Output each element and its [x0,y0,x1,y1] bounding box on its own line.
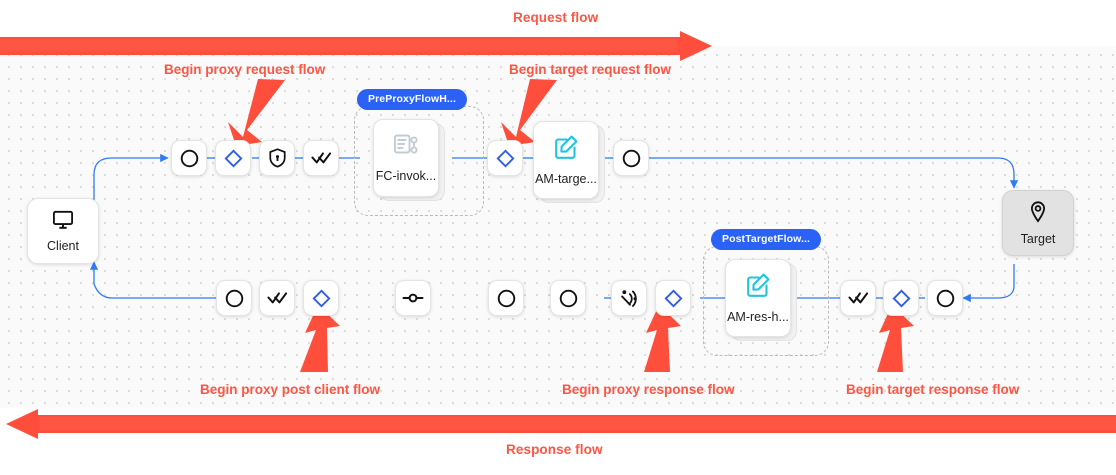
response-flow-label: Response flow [506,442,603,457]
flow-canvas[interactable] [0,46,1116,408]
diamond-icon [223,148,243,168]
node-link-icon [402,291,424,305]
request-flow-banner [0,31,1116,61]
step-target-diamond[interactable] [487,140,523,176]
policy-fc-invoke-label: FC-invok... [375,169,437,183]
diamond-icon [311,288,331,308]
policy-am-response[interactable]: AM-res-h... [725,259,791,337]
step-target-res-diamond[interactable] [883,280,919,316]
step-req-security[interactable] [259,140,295,176]
step-res-diamond-2[interactable] [655,280,691,316]
double-check-icon [310,150,332,166]
flow-group-chip-preproxyflowhook[interactable]: PreProxyFlowH... [357,89,467,110]
step-res-circle-3[interactable] [550,280,586,316]
step-target-circle[interactable] [613,140,649,176]
circle-icon [225,289,244,308]
assign-message-edit-icon [553,134,579,165]
circle-icon [180,149,199,168]
diamond-icon [891,288,911,308]
double-check-icon [266,290,288,306]
diamond-icon [495,148,515,168]
annotation-begin-target-response-flow: Begin target response flow [846,382,1020,397]
step-res-checks[interactable] [259,280,295,316]
step-res-circle-1[interactable] [216,280,252,316]
request-flow-label: Request flow [513,10,599,25]
flow-group-chip-posttargetflowhook[interactable]: PostTargetFlow... [711,229,822,250]
policy-am-response-label: AM-res-h... [727,310,789,324]
endpoint-client[interactable]: Client [27,198,99,264]
annotation-begin-proxy-response-flow: Begin proxy response flow [562,382,735,397]
double-check-icon [847,290,869,306]
endpoint-client-label: Client [47,238,79,253]
policy-am-target[interactable]: AM-targe... [533,121,599,199]
diamond-icon [663,288,683,308]
endpoint-target-label: Target [1020,231,1056,246]
step-target-res-checks[interactable] [840,280,876,316]
circle-icon [497,289,516,308]
endpoint-target[interactable]: Target [1002,190,1074,256]
step-res-circle-2[interactable] [488,280,524,316]
response-flow-banner [0,409,1116,439]
circle-icon [559,289,578,308]
annotation-begin-proxy-post-client-flow: Begin proxy post client flow [200,382,381,397]
broadcast-icon [619,288,640,309]
annotation-begin-proxy-request-flow: Begin proxy request flow [164,62,326,77]
annotation-begin-target-request-flow: Begin target request flow [509,62,672,77]
location-pin-icon [1028,200,1048,228]
step-req-checks[interactable] [303,140,339,176]
circle-icon [622,149,641,168]
flow-callout-icon [393,133,419,162]
assign-message-edit-icon [745,272,771,303]
step-target-res-circle[interactable] [927,280,963,316]
monitor-icon [52,210,74,235]
policy-am-target-label: AM-targe... [535,172,597,186]
step-res-broadcast[interactable] [611,280,647,316]
step-req-start[interactable] [171,140,207,176]
policy-fc-invoke[interactable]: FC-invok... [373,119,439,197]
step-res-diamond-1[interactable] [303,280,339,316]
step-res-node-link[interactable] [395,280,431,316]
circle-icon [936,289,955,308]
step-req-diamond-1[interactable] [215,140,251,176]
shield-lock-icon [268,148,287,168]
